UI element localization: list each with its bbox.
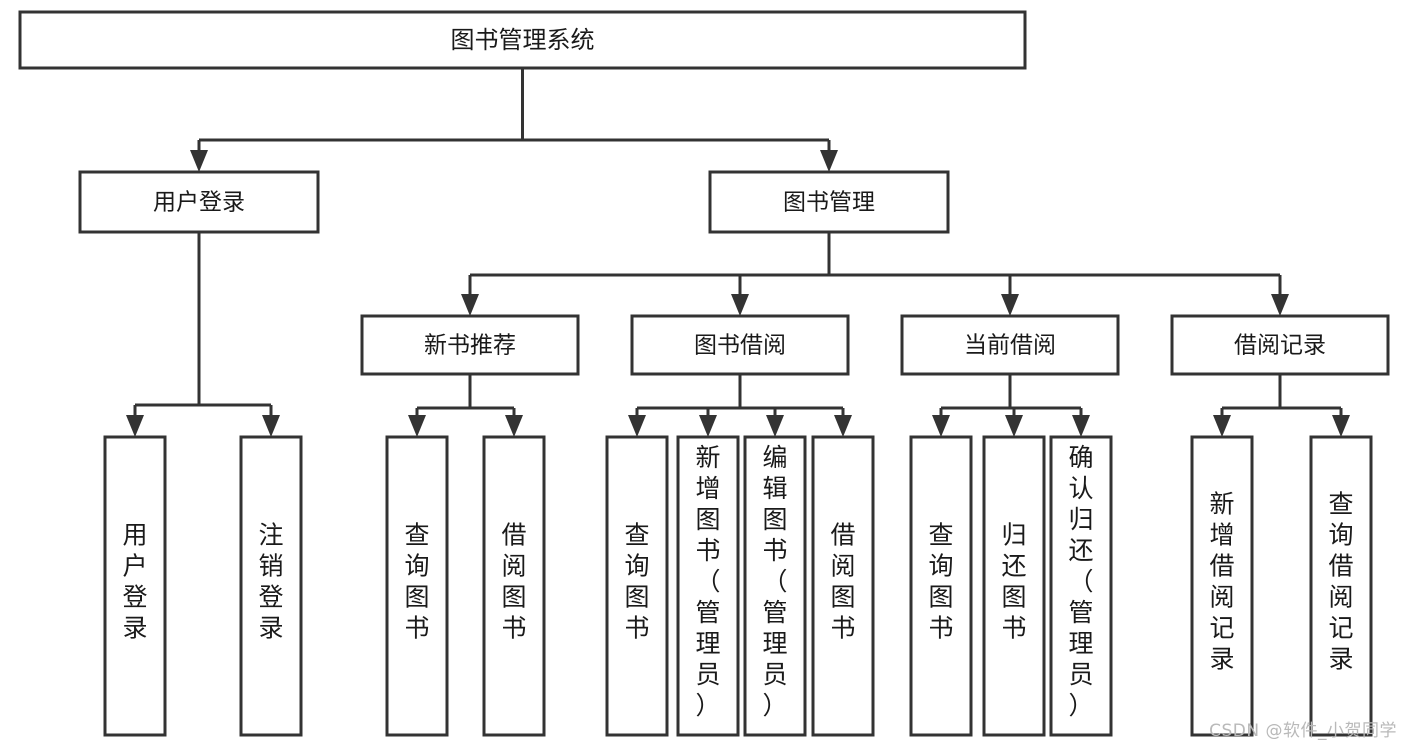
- arrow-head-icon: [1271, 294, 1289, 316]
- node-leaf-confirm-return-admin[interactable]: 确认归还（管理员）: [1049, 435, 1113, 737]
- node-layer: 图书管理系统用户登录图书管理新书推荐图书借阅当前借阅借阅记录用户登录注销登录查询…: [18, 10, 1390, 737]
- node-leaf-query-borrow-record[interactable]: 查询借阅记录: [1309, 435, 1373, 737]
- arrow-head-icon: [1005, 415, 1023, 437]
- node-leaf-return-book-label: 归还图书: [1001, 521, 1026, 643]
- arrow-head-icon: [628, 415, 646, 437]
- arrow-head-icon: [1001, 294, 1019, 316]
- csdn-watermark: CSDN @软件_小贺同学: [1209, 721, 1397, 741]
- arrow-head-icon: [932, 415, 950, 437]
- node-leaf-return-book[interactable]: 归还图书: [982, 435, 1046, 737]
- node-book-manage-label: 图书管理: [783, 190, 875, 216]
- node-leaf-query-book-1[interactable]: 查询图书: [385, 435, 449, 737]
- node-book-borrow-label: 图书借阅: [694, 333, 786, 359]
- node-leaf-add-book-admin-box: [676, 435, 740, 737]
- arrow-head-icon: [834, 415, 852, 437]
- node-leaf-add-borrow-record-label: 新增借阅记录: [1209, 490, 1234, 674]
- node-current-borrow-label: 当前借阅: [964, 333, 1056, 359]
- node-leaf-query-book-1-label: 查询图书: [404, 521, 429, 643]
- node-book-borrow[interactable]: 图书借阅: [630, 314, 850, 376]
- node-leaf-borrow-book-2[interactable]: 借阅图书: [811, 435, 875, 737]
- node-leaf-user-login[interactable]: 用户登录: [103, 435, 167, 737]
- node-leaf-edit-book-admin-label: 编辑图书（管理员）: [762, 443, 787, 720]
- node-user-login[interactable]: 用户登录: [78, 170, 320, 234]
- node-leaf-add-book-admin-label: 新增图书（管理员）: [695, 443, 720, 720]
- node-borrow-record[interactable]: 借阅记录: [1170, 314, 1390, 376]
- arrow-head-icon: [1332, 415, 1350, 437]
- node-leaf-user-logout[interactable]: 注销登录: [239, 435, 303, 737]
- node-leaf-edit-book-admin-box: [743, 435, 807, 737]
- arrow-head-icon: [820, 150, 838, 172]
- node-leaf-user-logout-label: 注销登录: [258, 521, 283, 643]
- arrow-head-icon: [408, 415, 426, 437]
- node-leaf-query-book-1-box: [385, 435, 449, 737]
- node-book-borrow-box: [630, 314, 850, 376]
- arrow-head-icon: [1072, 415, 1090, 437]
- arrow-head-icon: [190, 150, 208, 172]
- node-leaf-query-book-3-box: [909, 435, 973, 737]
- node-leaf-add-book-admin[interactable]: 新增图书（管理员）: [676, 435, 740, 737]
- node-root-system-label: 图书管理系统: [451, 26, 595, 54]
- node-root-system[interactable]: 图书管理系统: [18, 10, 1027, 70]
- node-borrow-record-label: 借阅记录: [1234, 333, 1326, 359]
- node-user-login-label: 用户登录: [153, 190, 245, 216]
- arrow-head-icon: [731, 294, 749, 316]
- arrow-head-icon: [699, 415, 717, 437]
- node-leaf-confirm-return-admin-label: 确认归还（管理员）: [1068, 443, 1093, 720]
- node-leaf-query-book-3-label: 查询图书: [928, 521, 953, 643]
- node-leaf-borrow-book-1[interactable]: 借阅图书: [482, 435, 546, 737]
- node-leaf-query-borrow-record-label: 查询借阅记录: [1328, 490, 1353, 674]
- arrow-head-icon: [126, 415, 144, 437]
- arrow-head-icon: [766, 415, 784, 437]
- node-new-book-recommend-label: 新书推荐: [424, 333, 516, 359]
- arrow-head-icon: [1213, 415, 1231, 437]
- arrow-head-icon: [505, 415, 523, 437]
- node-leaf-add-borrow-record-box: [1190, 435, 1254, 737]
- node-leaf-user-login-box: [103, 435, 167, 737]
- node-leaf-user-login-label: 用户登录: [122, 521, 147, 643]
- arrow-head-icon: [262, 415, 280, 437]
- node-borrow-record-box: [1170, 314, 1390, 376]
- node-new-book-recommend[interactable]: 新书推荐: [360, 314, 580, 376]
- node-leaf-add-borrow-record[interactable]: 新增借阅记录: [1190, 435, 1254, 737]
- connector-layer: [126, 68, 1350, 437]
- node-leaf-borrow-book-1-box: [482, 435, 546, 737]
- node-leaf-query-book-2[interactable]: 查询图书: [605, 435, 669, 737]
- node-leaf-user-logout-box: [239, 435, 303, 737]
- node-leaf-query-book-2-box: [605, 435, 669, 737]
- node-leaf-query-book-2-label: 查询图书: [624, 521, 649, 643]
- arrow-head-icon: [461, 294, 479, 316]
- node-leaf-edit-book-admin[interactable]: 编辑图书（管理员）: [743, 435, 807, 737]
- node-leaf-return-book-box: [982, 435, 1046, 737]
- node-user-login-box: [78, 170, 320, 234]
- node-leaf-borrow-book-1-label: 借阅图书: [501, 521, 526, 643]
- node-leaf-borrow-book-2-box: [811, 435, 875, 737]
- node-leaf-borrow-book-2-label: 借阅图书: [830, 521, 855, 643]
- node-leaf-confirm-return-admin-box: [1049, 435, 1113, 737]
- node-new-book-recommend-box: [360, 314, 580, 376]
- node-leaf-query-book-3[interactable]: 查询图书: [909, 435, 973, 737]
- node-leaf-query-borrow-record-box: [1309, 435, 1373, 737]
- node-root-system-box: [18, 10, 1027, 70]
- node-current-borrow-box: [900, 314, 1120, 376]
- node-book-manage[interactable]: 图书管理: [708, 170, 950, 234]
- node-book-manage-box: [708, 170, 950, 234]
- node-current-borrow[interactable]: 当前借阅: [900, 314, 1120, 376]
